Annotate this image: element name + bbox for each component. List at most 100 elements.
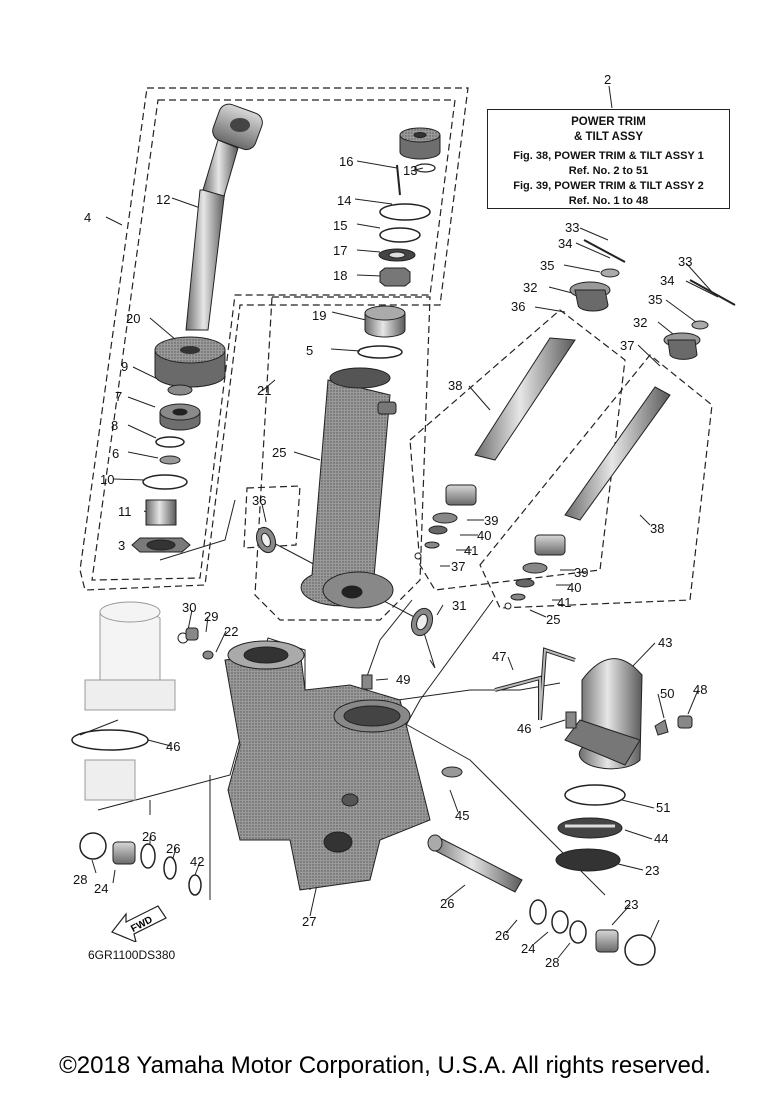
part-pump-rods [474,239,736,521]
callout-26: 26 [166,841,180,856]
callout-19: 19 [312,308,326,323]
callout-20: 20 [126,311,140,326]
assembly-frames [79,87,713,621]
fwd-label: FWD [129,914,154,934]
callout-41: 41 [464,543,478,558]
callout-39: 39 [574,565,588,580]
reference-1-range: Ref. No. 2 to 51 [568,165,649,177]
callout-38: 38 [650,521,664,536]
callout-45: 45 [455,808,469,823]
callout-3: 3 [118,538,125,553]
reference-1: Fig. 38, POWER TRIM & TILT ASSY 1 [513,150,704,162]
callout-4: 4 [84,210,91,225]
callout-18: 18 [333,268,347,283]
reference-2-range: Ref. No. 1 to 48 [568,195,649,207]
callout-15: 15 [333,218,347,233]
part-25-seals [255,526,434,637]
callout-48: 48 [693,682,707,697]
callout-38: 38 [448,378,462,393]
callout-23: 23 [624,897,638,912]
callout-32: 32 [523,280,537,295]
callout-24: 24 [94,881,108,896]
part-valve-stacks [414,484,566,610]
part-clip [441,766,463,778]
callout-28: 28 [545,955,559,970]
callout-27: 27 [302,914,316,929]
callout-22: 22 [224,624,238,639]
part-reservoir [564,658,693,770]
part-pipe [494,647,576,721]
callout-46: 46 [517,721,531,736]
callout-32: 32 [633,315,647,330]
part-tilt-rod [185,103,263,331]
diagram-code: 6GR1100DS380 [88,948,176,962]
callout-11: 11 [118,504,132,519]
callout-34: 34 [558,236,572,251]
callout-26: 26 [142,829,156,844]
title-line-1: POWER TRIM [571,116,646,128]
part-plugs-orings [79,832,656,966]
part-top-cap [154,336,226,388]
callout-5: 5 [306,343,313,358]
part-seal-stack-left [131,384,201,553]
callout-35: 35 [648,292,662,307]
title-line-2: & TILT ASSY [574,131,643,143]
callout-46: 46 [166,739,180,754]
fwd-arrow-icon: FWD [111,905,167,942]
callout-25: 25 [272,445,286,460]
part-tilt-cylinder [300,367,397,609]
callout-12: 12 [156,192,170,207]
part-gaskets [555,784,626,872]
callout-23: 23 [645,863,659,878]
callout-8: 8 [111,418,118,433]
callout: 2 [604,72,611,87]
frame-3 [254,296,431,621]
part-seal-stack-upper [357,127,441,359]
callout-51: 51 [656,800,670,815]
callout-28: 28 [73,872,87,887]
reference-2: Fig. 39, POWER TRIM & TILT ASSY 2 [513,180,704,192]
callout-7: 7 [115,389,122,404]
callout-14: 14 [337,193,351,208]
callout-47: 47 [492,649,506,664]
callout-17: 17 [333,243,347,258]
callout-35: 35 [540,258,554,273]
callout-26: 26 [495,928,509,943]
callout-34: 34 [660,273,674,288]
frame-2 [79,87,469,591]
callout-13: 13 [403,163,417,178]
callout-43: 43 [658,635,672,650]
frame-2-inner [91,99,456,581]
callout-37: 37 [620,338,634,353]
callout-26: 26 [440,896,454,911]
frame-25 [243,485,301,549]
callout-36: 36 [511,299,525,314]
part-motor [71,601,176,801]
callout-40: 40 [567,580,581,595]
callout-10: 10 [100,472,114,487]
callout-9: 9 [121,359,128,374]
callout-25: 25 [546,612,560,627]
callout-41: 41 [557,595,571,610]
callout-49: 49 [396,672,410,687]
copyright-notice: ©2018 Yamaha Motor Corporation, U.S.A. A… [59,1052,711,1079]
callout-42: 42 [190,854,204,869]
part-manual-valve [427,834,523,893]
callout-29: 29 [204,609,218,624]
callout-30: 30 [182,600,196,615]
assembly-title-box: POWER TRIM & TILT ASSY Fig. 38, POWER TR… [487,109,730,209]
callout-33: 33 [678,254,692,269]
callout-33: 33 [565,220,579,235]
callout-16: 16 [339,154,353,169]
callout-31: 31 [452,598,466,613]
callout-40: 40 [477,528,491,543]
frame-left-pump [409,309,626,591]
frame-right-pump [479,354,713,609]
exploded-parts-diagram: 2 41216131415171820195978610113212536333… [71,72,736,970]
callout-6: 6 [112,446,119,461]
callout-36: 36 [252,493,266,508]
callout-37: 37 [451,559,465,574]
callout-labels: 2 [604,72,611,87]
callout-39: 39 [484,513,498,528]
